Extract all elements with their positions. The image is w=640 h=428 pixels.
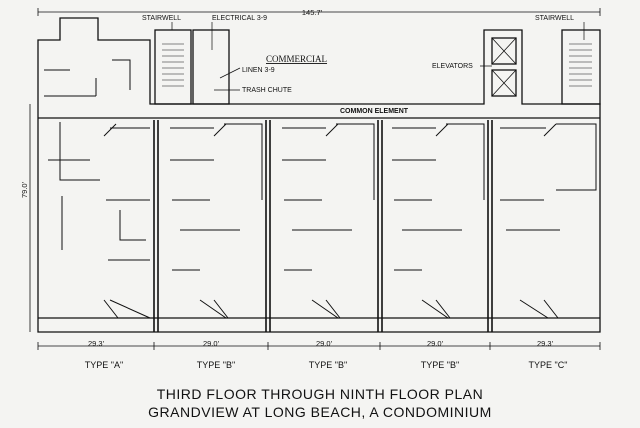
unit-type-b2: TYPE "B" <box>309 360 347 370</box>
unit-type-c: TYPE "C" <box>529 360 568 370</box>
plan-title-line-2: GRANDVIEW AT LONG BEACH, A CONDOMINIUM <box>148 404 492 420</box>
electrical-label: ELECTRICAL 3-9 <box>212 15 267 22</box>
unit-width-a: 29.3' <box>88 339 105 348</box>
plan-title: THIRD FLOOR THROUGH NINTH FLOOR PLAN GRA… <box>0 386 640 420</box>
stairwell-left-label: STAIRWELL <box>142 15 181 22</box>
stairwell-right <box>561 29 601 105</box>
unit-width-b1: 29.0' <box>203 339 220 348</box>
building-outline <box>37 17 601 333</box>
overall-depth-dimension: 79.0' <box>20 181 29 198</box>
unit-width-c: 29.3' <box>537 339 554 348</box>
elevator-1 <box>491 37 517 65</box>
stairwell-right-label: STAIRWELL <box>535 15 574 22</box>
overall-width-dimension: 145.7' <box>302 8 323 17</box>
plan-title-line-1: THIRD FLOOR THROUGH NINTH FLOOR PLAN <box>156 386 484 402</box>
elevators-label: ELEVATORS <box>432 63 473 70</box>
commercial-label: COMMERCIAL <box>266 54 327 64</box>
unit-type-b1: TYPE "B" <box>197 360 235 370</box>
unit-type-a: TYPE "A" <box>85 360 123 370</box>
elevator-2 <box>491 69 517 97</box>
unit-width-b2: 29.0' <box>316 339 333 348</box>
stairwell-left <box>154 29 192 105</box>
unit-width-b3: 29.0' <box>427 339 444 348</box>
trash-chute-label: TRASH CHUTE <box>242 87 292 94</box>
electrical-room <box>192 29 230 105</box>
linen-label: LINEN 3-9 <box>242 67 275 74</box>
unit-type-b3: TYPE "B" <box>421 360 459 370</box>
common-element-label: COMMON ELEMENT <box>340 108 409 115</box>
